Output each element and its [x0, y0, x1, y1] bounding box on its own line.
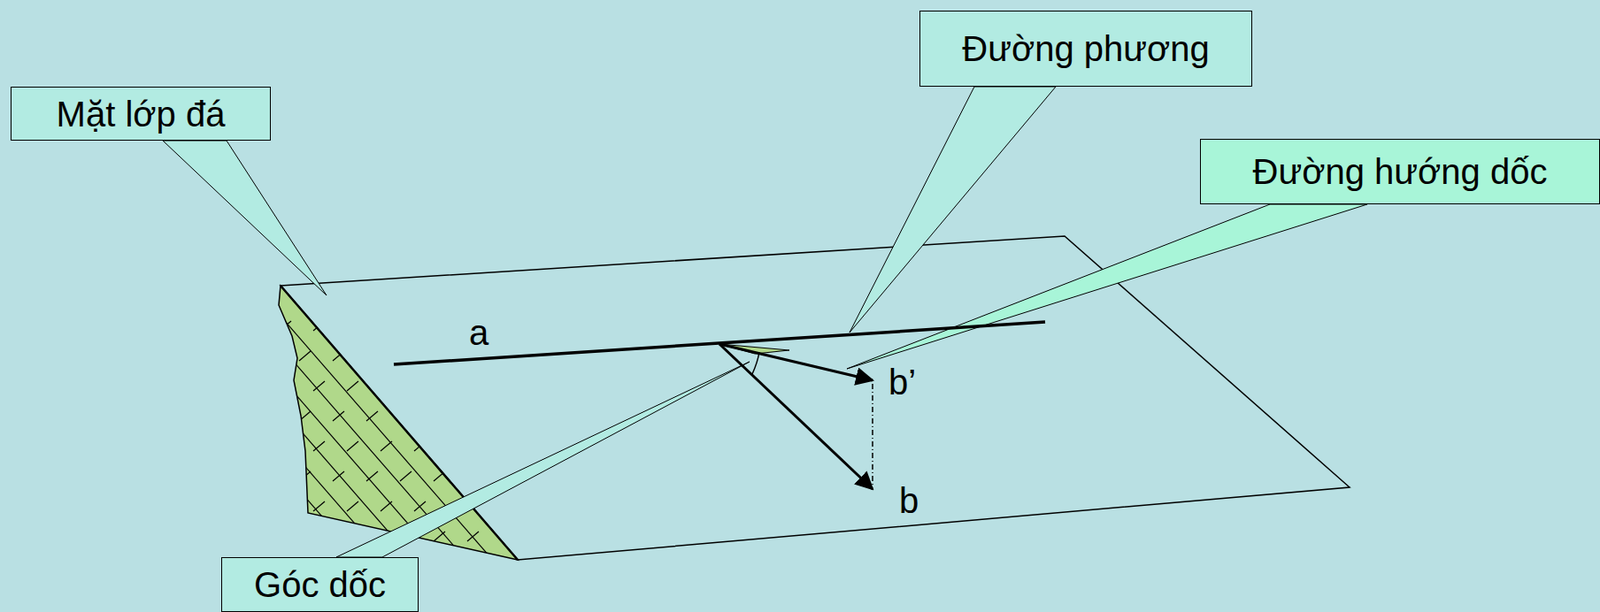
hatch-line	[6, 0, 715, 612]
hatch-line	[0, 0, 635, 612]
hatch-tick	[366, 351, 378, 362]
hatch-tick	[366, 471, 378, 482]
point-label: b’	[888, 364, 916, 400]
hatch-tick	[299, 291, 311, 301]
hatch-line	[245, 0, 954, 612]
hatch-line	[0, 0, 343, 612]
angle-arc	[752, 352, 760, 375]
hatch-tick	[265, 351, 277, 362]
hatch-tick	[414, 321, 426, 331]
hatch-line	[271, 0, 980, 612]
bedding-plane	[280, 236, 1350, 561]
hatch-tick	[332, 531, 345, 542]
hatch-tick	[313, 501, 325, 512]
hatch-tick	[447, 381, 460, 392]
rock-hatching	[0, 0, 980, 612]
hatch-line	[0, 0, 688, 612]
hatch-tick	[414, 381, 426, 392]
hatch-tick	[433, 411, 446, 422]
hatch-tick	[279, 381, 292, 392]
hatch-line	[0, 0, 370, 612]
hatch-tick	[265, 411, 277, 422]
hatch-tick	[380, 501, 393, 512]
callout-box: Mặt lớp đá	[10, 86, 271, 141]
hatch-line	[0, 0, 316, 612]
hatch-tick	[400, 291, 412, 301]
hatch-tick	[332, 291, 345, 301]
hatch-tick	[346, 441, 359, 452]
rock-edge	[280, 285, 518, 561]
hatch-tick	[467, 471, 479, 482]
hatch-tick	[332, 411, 345, 422]
callout-text: Đường phương	[961, 30, 1210, 67]
hatch-tick	[313, 441, 325, 452]
hatch-line	[0, 0, 449, 612]
hatch-line	[0, 0, 662, 612]
hatch-line	[192, 0, 900, 612]
hatch-tick	[346, 501, 359, 512]
hatch-tick	[414, 501, 426, 512]
hatch-tick	[279, 441, 292, 452]
hatch-tick	[433, 291, 446, 301]
hatch-tick	[366, 291, 378, 301]
hatch-tick	[346, 321, 359, 331]
callout-box: Đường hướng dốc	[1200, 138, 1600, 205]
leader	[849, 86, 1056, 333]
leader	[162, 140, 327, 296]
hatch-tick	[433, 531, 446, 542]
hatch-line	[0, 0, 555, 612]
hatch-tick	[299, 531, 311, 542]
hatch-tick	[447, 321, 460, 331]
hatch-line	[0, 0, 608, 612]
hatch-tick	[400, 471, 412, 482]
strike-line	[393, 322, 1046, 365]
hatch-tick	[467, 411, 479, 422]
callout-text: Góc dốc	[253, 567, 386, 603]
hatch-tick	[299, 471, 311, 482]
leader	[846, 204, 1368, 370]
hatch-tick	[467, 291, 479, 301]
hatch-line	[0, 0, 476, 612]
hatch-tick	[400, 351, 412, 362]
hatch-tick	[433, 351, 446, 362]
hatch-tick	[279, 501, 292, 512]
point-label: b	[899, 483, 919, 519]
hatch-tick	[265, 531, 277, 542]
point-label: a	[469, 315, 489, 351]
rock-section	[278, 285, 518, 561]
hatch-tick	[346, 381, 359, 392]
hatch-line	[0, 0, 582, 612]
hatch-tick	[279, 321, 292, 331]
hatch-tick	[313, 381, 325, 392]
callout-text: Đường hướng dốc	[1253, 153, 1548, 190]
hatch-line	[0, 0, 396, 612]
hatch-tick	[467, 531, 479, 542]
dip-direction-arrow	[719, 344, 873, 381]
hatch-tick	[481, 441, 493, 452]
leader	[336, 361, 750, 558]
hatch-line	[0, 0, 423, 612]
hatch-tick	[265, 291, 277, 301]
callout-text: Mặt lớp đá	[56, 96, 226, 132]
callout-box: Góc dốc	[221, 557, 419, 612]
hatch-line	[218, 0, 927, 612]
hatch-tick	[447, 441, 460, 452]
hatch-tick	[380, 321, 393, 331]
hatch-tick	[380, 441, 393, 452]
hatch-tick	[265, 471, 277, 482]
hatch-tick	[400, 411, 412, 422]
hatch-tick	[299, 411, 311, 422]
hatch-tick	[366, 411, 378, 422]
hatch-tick	[481, 381, 493, 392]
hatch-tick	[332, 471, 345, 482]
callout-box: Đường phương	[919, 10, 1253, 87]
hatch-tick	[380, 381, 393, 392]
hatch-tick	[299, 351, 311, 362]
dip-arrow	[719, 344, 873, 490]
hatch-line	[165, 0, 874, 612]
projection-line	[871, 384, 874, 485]
